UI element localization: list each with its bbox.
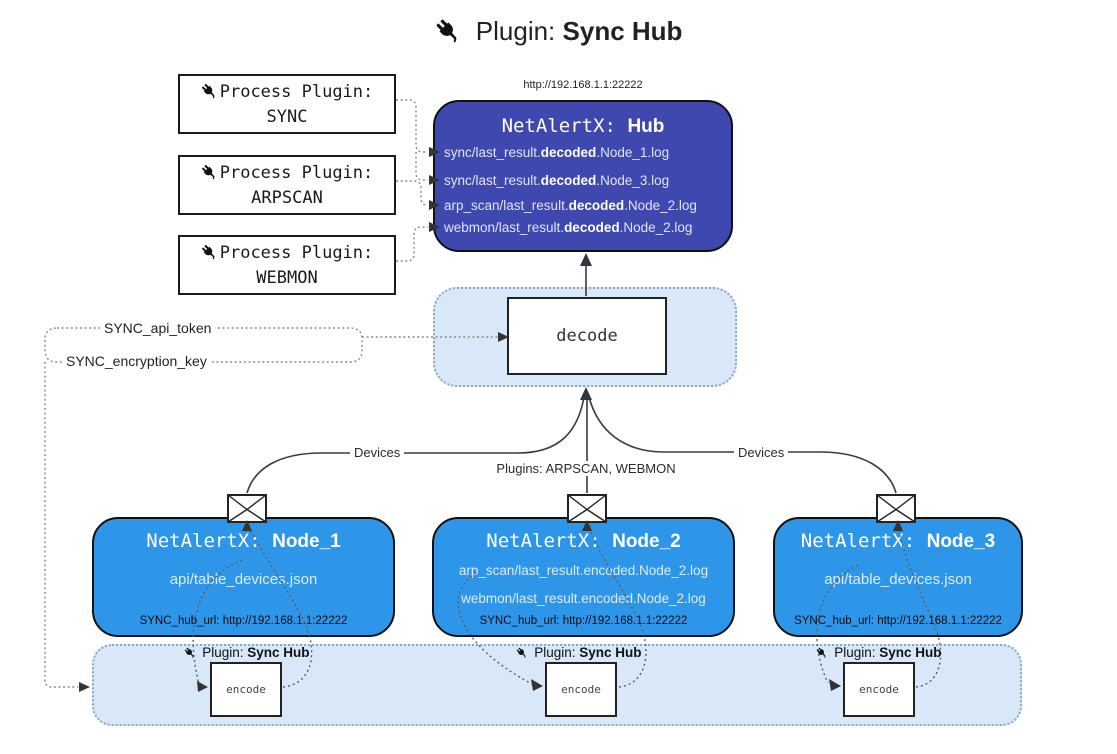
process-plugin-box-sync: Process Plugin: SYNC [178, 74, 396, 134]
process-plugin-box-webmon: Process Plugin: WEBMON [178, 235, 396, 295]
edge-arpscan-hub-log3 [396, 180, 428, 206]
plug-icon [435, 18, 462, 45]
node-hub-url: SYNC_hub_url: http://192.168.1.1:22222 [794, 615, 1002, 627]
edge-encryption-key-encoders [44, 362, 78, 688]
arrowhead [580, 253, 592, 266]
node-box-node-2: NetAlertX: Node_2 arp_scan/last_result.e… [432, 517, 735, 637]
encode-box: encode [843, 662, 915, 717]
node-title: NetAlertX: Node_3 [800, 530, 996, 552]
hub-log-line: sync/last_result.decoded.Node_1.log [444, 145, 670, 160]
plug-icon [201, 244, 218, 261]
sync-encryption-key-label: SYNC_encryption_key [62, 353, 211, 369]
envelope-icon [876, 494, 916, 523]
process-plugin-label: Process Plugin: [180, 80, 394, 105]
process-plugin-name: SYNC [266, 107, 308, 127]
plug-icon [201, 164, 218, 181]
encode-plugin-label: Plugin: Sync Hub [494, 645, 664, 660]
process-plugin-label: Process Plugin: [180, 161, 394, 186]
arrowhead [79, 682, 90, 692]
plug-icon [201, 83, 218, 100]
node-title: NetAlertX: Node_2 [486, 530, 681, 552]
encode-box: encode [545, 662, 617, 717]
plugins-label: Plugins: ARPSCAN, WEBMON [486, 461, 686, 476]
process-plugin-label: Process Plugin: [180, 241, 394, 266]
devices-label-left: Devices [350, 445, 405, 460]
envelope-icon [567, 494, 607, 523]
encode-plugin-label: Plugin: Sync Hub [162, 645, 332, 660]
encode-plugin-label: Plugin: Sync Hub [794, 645, 964, 660]
hub-url-label: http://192.168.1.1:22222 [523, 79, 643, 91]
node-hub-url: SYNC_hub_url: http://192.168.1.1:22222 [139, 615, 348, 627]
node-file: api/table_devices.json [824, 571, 972, 588]
encode-box: encode [210, 662, 282, 717]
hub-log-line: arp_scan/last_result.decoded.Node_2.log [444, 198, 697, 213]
devices-label-right: Devices [734, 445, 789, 460]
plug-icon [816, 647, 828, 659]
page-title: Plugin: Sync Hub [0, 16, 1117, 47]
plug-icon [516, 647, 528, 659]
edge-sync-hub-log2 [415, 152, 428, 181]
page-title-name: Sync Hub [562, 16, 683, 46]
hub-log-line: sync/last_result.decoded.Node_3.log [444, 173, 670, 188]
edge-sync-hub-log1 [396, 99, 428, 153]
node-box-node-3: NetAlertX: Node_3 api/table_devices.json… [773, 517, 1023, 637]
process-plugin-box-arpscan: Process Plugin: ARPSCAN [178, 155, 396, 215]
edge-webmon-hub-log4 [396, 226, 428, 262]
envelope-icon [227, 494, 267, 523]
arrowhead [580, 387, 592, 400]
hub-box: NetAlertX: Hub sync/last_result.decoded.… [433, 100, 733, 252]
hub-log-line: webmon/last_result.decoded.Node_2.log [444, 220, 693, 235]
node-file: arp_scan/last_result.encoded.Node_2.log [458, 563, 709, 578]
node-box-node-1: NetAlertX: Node_1 api/table_devices.json… [92, 517, 395, 637]
page-title-prefix: Plugin: [475, 16, 556, 46]
plug-icon [184, 647, 196, 659]
hub-title: NetAlertX: Hub [501, 115, 665, 137]
process-plugin-name: ARPSCAN [251, 188, 323, 208]
edge-node1-decode [246, 396, 585, 494]
sync-api-token-label: SYNC_api_token [100, 320, 216, 336]
node-file: api/table_devices.json [169, 571, 318, 588]
decode-box: decode [507, 297, 667, 375]
process-plugin-name: WEBMON [256, 268, 318, 288]
node-hub-url: SYNC_hub_url: http://192.168.1.1:22222 [479, 615, 688, 627]
node-file: webmon/last_result.encoded.Node_2.log [461, 591, 706, 606]
node-title: NetAlertX: Node_1 [146, 530, 341, 552]
